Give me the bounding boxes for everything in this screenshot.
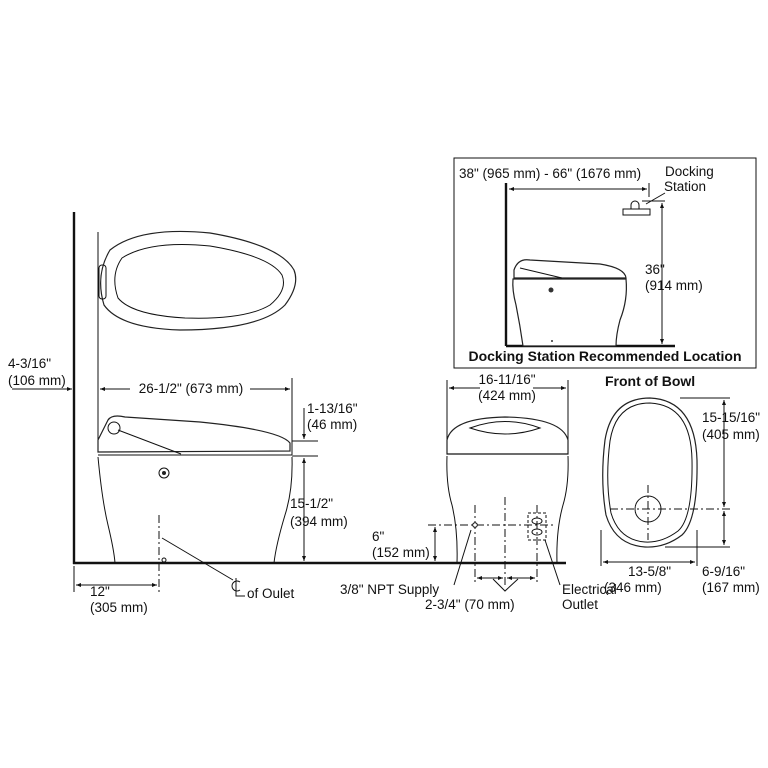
inset-title: Docking Station Recommended Location <box>468 348 741 364</box>
supply-label: 3/8" NPT Supply <box>340 582 439 597</box>
outlet-offset-in: 6-9/16" <box>702 564 745 579</box>
electrical-label-2: Outlet <box>562 597 598 612</box>
outlet-centerline-label: of Oulet <box>247 586 295 601</box>
supply-height-in: 6" <box>372 529 385 544</box>
bowl-title: Front of Bowl <box>605 373 695 389</box>
bowl-length-mm: (405 mm) <box>702 427 760 442</box>
rough-in-mm: (305 mm) <box>90 600 148 615</box>
rough-in-in: 12" <box>90 584 110 599</box>
front-width-in: 16-11/16" <box>478 372 535 387</box>
supply-spacing: 2-3/4" (70 mm) <box>425 597 515 612</box>
overall-length: 26-1/2" (673 mm) <box>139 381 244 396</box>
electrical-outlet-icon <box>527 512 547 541</box>
bowl-width-mm: (346 mm) <box>604 580 662 595</box>
docking-station-inset: 38" (965 mm) - 66" (1676 mm) Docking Sta… <box>453 157 757 369</box>
bowl-length-in: 15-15/16" <box>702 410 760 425</box>
inset-toilet-side <box>512 259 627 347</box>
wall-offset-mm: (106 mm) <box>8 373 66 388</box>
electrical-label-1: Electrical <box>562 582 617 597</box>
docking-label-line2: Station <box>664 179 706 194</box>
outlet-offset-mm: (167 mm) <box>702 580 760 595</box>
bowl-plan-view: Front of Bowl 15-15/16" (405 mm) 13-5/8"… <box>600 373 760 595</box>
toilet-front-view <box>446 416 569 564</box>
toilet-side-view <box>97 415 293 564</box>
side-view: 4-3/16" (106 mm) 26-1/2" (673 mm) 1-13/1… <box>8 212 566 615</box>
docking-height-in: 36" <box>645 262 665 277</box>
docking-label-line1: Docking <box>665 164 714 179</box>
supply-height-mm: (152 mm) <box>372 545 430 560</box>
seat-height-mm: (46 mm) <box>307 417 357 432</box>
rim-height-mm: (394 mm) <box>290 514 348 529</box>
centerline-symbol: CL <box>231 578 245 597</box>
docking-station-icon <box>622 200 651 216</box>
docking-height-mm: (914 mm) <box>645 278 703 293</box>
rim-height-in: 15-1/2" <box>290 496 333 511</box>
front-width-mm: (424 mm) <box>478 388 536 403</box>
docking-range-label: 38" (965 mm) - 66" (1676 mm) <box>459 166 641 181</box>
wall-offset-in: 4-3/16" <box>8 356 51 371</box>
seat-height-in: 1-13/16" <box>307 401 358 416</box>
front-view: 16-11/16" (424 mm) 6" (152 mm) 3/8" NPT … <box>340 372 617 612</box>
bowl-width-in: 13-5/8" <box>628 564 671 579</box>
toilet-top-view <box>98 230 297 331</box>
